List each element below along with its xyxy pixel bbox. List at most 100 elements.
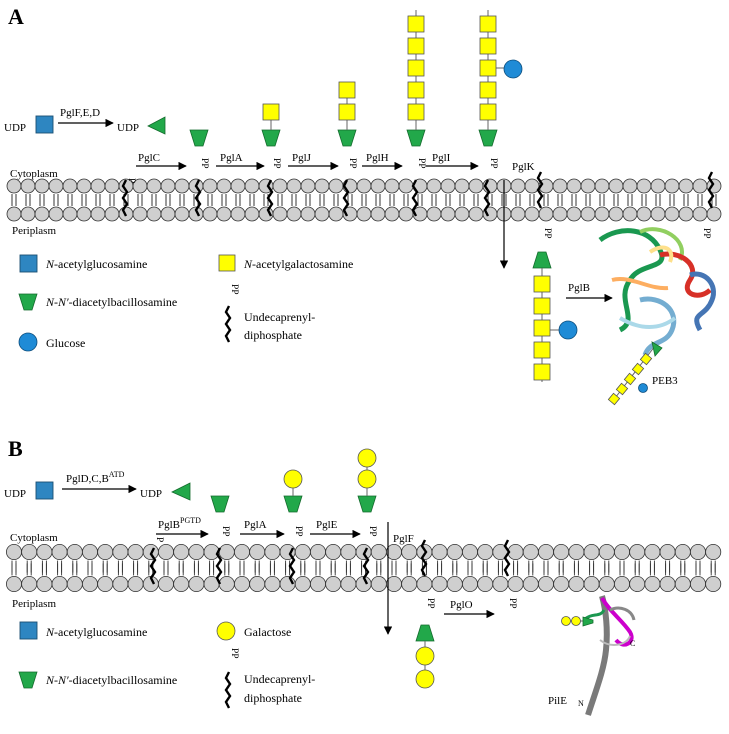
- galnac-icon: [631, 362, 645, 376]
- enzyme-pgla-b-label: PglA: [244, 519, 267, 531]
- lipid-carrier-peri-b1: [420, 539, 428, 577]
- membrane-lipid-head: [650, 178, 666, 194]
- membrane-lipid-head: [384, 206, 400, 222]
- membrane-lipid-head: [583, 544, 600, 561]
- pile-protein-structure: [582, 595, 636, 716]
- membrane-lipid-head: [244, 178, 260, 194]
- legend-glcnac-label: N-acetylglucosamine: [45, 257, 147, 271]
- membrane-lipid-head: [622, 206, 638, 222]
- membrane-lipid-head: [614, 576, 631, 593]
- membrane-lipid-head: [21, 544, 38, 561]
- membrane-lipid-head: [384, 178, 400, 194]
- galnac-icon: [479, 103, 497, 121]
- galnac-icon: [533, 363, 551, 381]
- membrane-lipid-head: [401, 544, 418, 561]
- membrane-lipid-head: [66, 544, 83, 561]
- membrane-lipid-head: [34, 178, 50, 194]
- legend-undecaprenyl-label-b1: Undecaprenyl-: [244, 672, 315, 686]
- galnac-icon: [338, 81, 356, 99]
- membrane-lipid-head: [6, 576, 22, 593]
- membrane-lipid-head: [97, 576, 114, 593]
- membrane-lipid-head: [286, 178, 302, 194]
- membrane-lipid-head: [568, 576, 585, 593]
- galactose-icon: [415, 669, 435, 689]
- galnac-icon: [479, 37, 497, 55]
- membrane-lipid-head: [705, 576, 722, 593]
- galnac-icon: [533, 341, 551, 359]
- membrane-lipid-head: [706, 206, 722, 222]
- svg-text:PP: PP: [293, 526, 303, 537]
- lipid-carrier-pp-a5: PP: [478, 10, 523, 217]
- bacillosamine-icon: [189, 129, 209, 147]
- svg-text:PP: PP: [416, 158, 426, 169]
- udp-label-a1: UDP: [4, 122, 26, 134]
- membrane-lipid-head: [568, 544, 585, 561]
- membrane-lipid-head: [454, 206, 470, 222]
- membrane-lipid-head: [636, 178, 652, 194]
- membrane-lipid-head: [157, 576, 174, 593]
- bacillosamine-icon: [478, 129, 498, 147]
- membrane-lipid-head: [398, 178, 414, 194]
- membrane-lipid-head: [401, 576, 418, 593]
- membrane-lipid-head: [426, 206, 442, 222]
- udp-label-a2: UDP: [117, 122, 139, 134]
- bacillosamine-icon: [147, 116, 166, 135]
- galactose-icon: [357, 469, 377, 489]
- bacillosamine-icon: [337, 129, 357, 147]
- svg-text:PP: PP: [271, 158, 281, 169]
- membrane-lipid-head: [678, 178, 694, 194]
- svg-text:PP: PP: [229, 284, 239, 295]
- membrane-lipid-head: [468, 206, 484, 222]
- legend-glucose-label: Glucose: [46, 336, 85, 350]
- membrane-lipid-head: [340, 544, 357, 561]
- membrane-lipid-head: [90, 206, 106, 222]
- legend-undecaprenyl-label-1: Undecaprenyl-: [244, 310, 315, 324]
- svg-text:PP: PP: [488, 158, 498, 169]
- enzyme-pglb-pgtd-label: PglBPGTD: [158, 516, 201, 531]
- galnac-icon: [615, 382, 629, 396]
- membrane-lipid-head: [340, 576, 357, 593]
- membrane-lipid-head: [294, 576, 311, 593]
- membrane-lipid-head: [188, 544, 205, 561]
- membrane-lipid-head: [594, 178, 610, 194]
- periplasm-label-b: Periplasm: [12, 598, 56, 610]
- galnac-icon: [479, 15, 497, 33]
- membrane-lipid-head: [202, 178, 218, 194]
- bacillosamine-icon: [357, 495, 377, 513]
- membrane-lipid-head: [678, 206, 694, 222]
- membrane-lipid-head: [552, 178, 568, 194]
- enzyme-pgle-label: PglE: [316, 519, 338, 531]
- udp-label-b2: UDP: [140, 488, 162, 500]
- membrane-lipid-head: [629, 576, 646, 593]
- legend-galnac-label: N-acetylgalactosamine: [243, 257, 353, 271]
- membrane-lipid-head: [416, 544, 433, 561]
- glcnac-icon: [35, 115, 54, 134]
- galnac-icon: [407, 81, 425, 99]
- flippase-pglk-label: PglK: [512, 161, 535, 173]
- membrane-lipid-head: [440, 206, 456, 222]
- membrane-lipid-head: [325, 544, 342, 561]
- membrane-lipid-head: [76, 178, 92, 194]
- protein-peb3-label: PEB3: [652, 375, 678, 387]
- membrane-lipid-head: [370, 576, 387, 593]
- enzyme-pglfed-label: PglF,E,D: [60, 107, 100, 119]
- galnac-icon: [479, 81, 497, 99]
- membrane-lipid-head: [552, 206, 568, 222]
- membrane-lipid-head: [48, 206, 64, 222]
- svg-text:PP: PP: [425, 598, 435, 609]
- galnac-icon: [533, 319, 551, 337]
- legend-glcnac-icon: [19, 254, 38, 273]
- lipid-carrier-pp-a2: PP: [261, 103, 281, 217]
- lipid-carrier-peri-a3: PP: [701, 171, 715, 239]
- galnac-icon: [407, 59, 425, 77]
- membrane-lipid-head: [218, 576, 235, 593]
- membrane-lipid-head: [62, 206, 78, 222]
- membrane-lipid-head: [446, 544, 463, 561]
- svg-text:PP: PP: [199, 158, 209, 169]
- membrane-lipid-head: [664, 206, 680, 222]
- membrane-lipid-head: [202, 206, 218, 222]
- membrane-lipid-head: [356, 178, 372, 194]
- pile-n-terminus-label: N: [578, 699, 584, 708]
- lipid-carrier-pp-b2: PP: [283, 469, 303, 585]
